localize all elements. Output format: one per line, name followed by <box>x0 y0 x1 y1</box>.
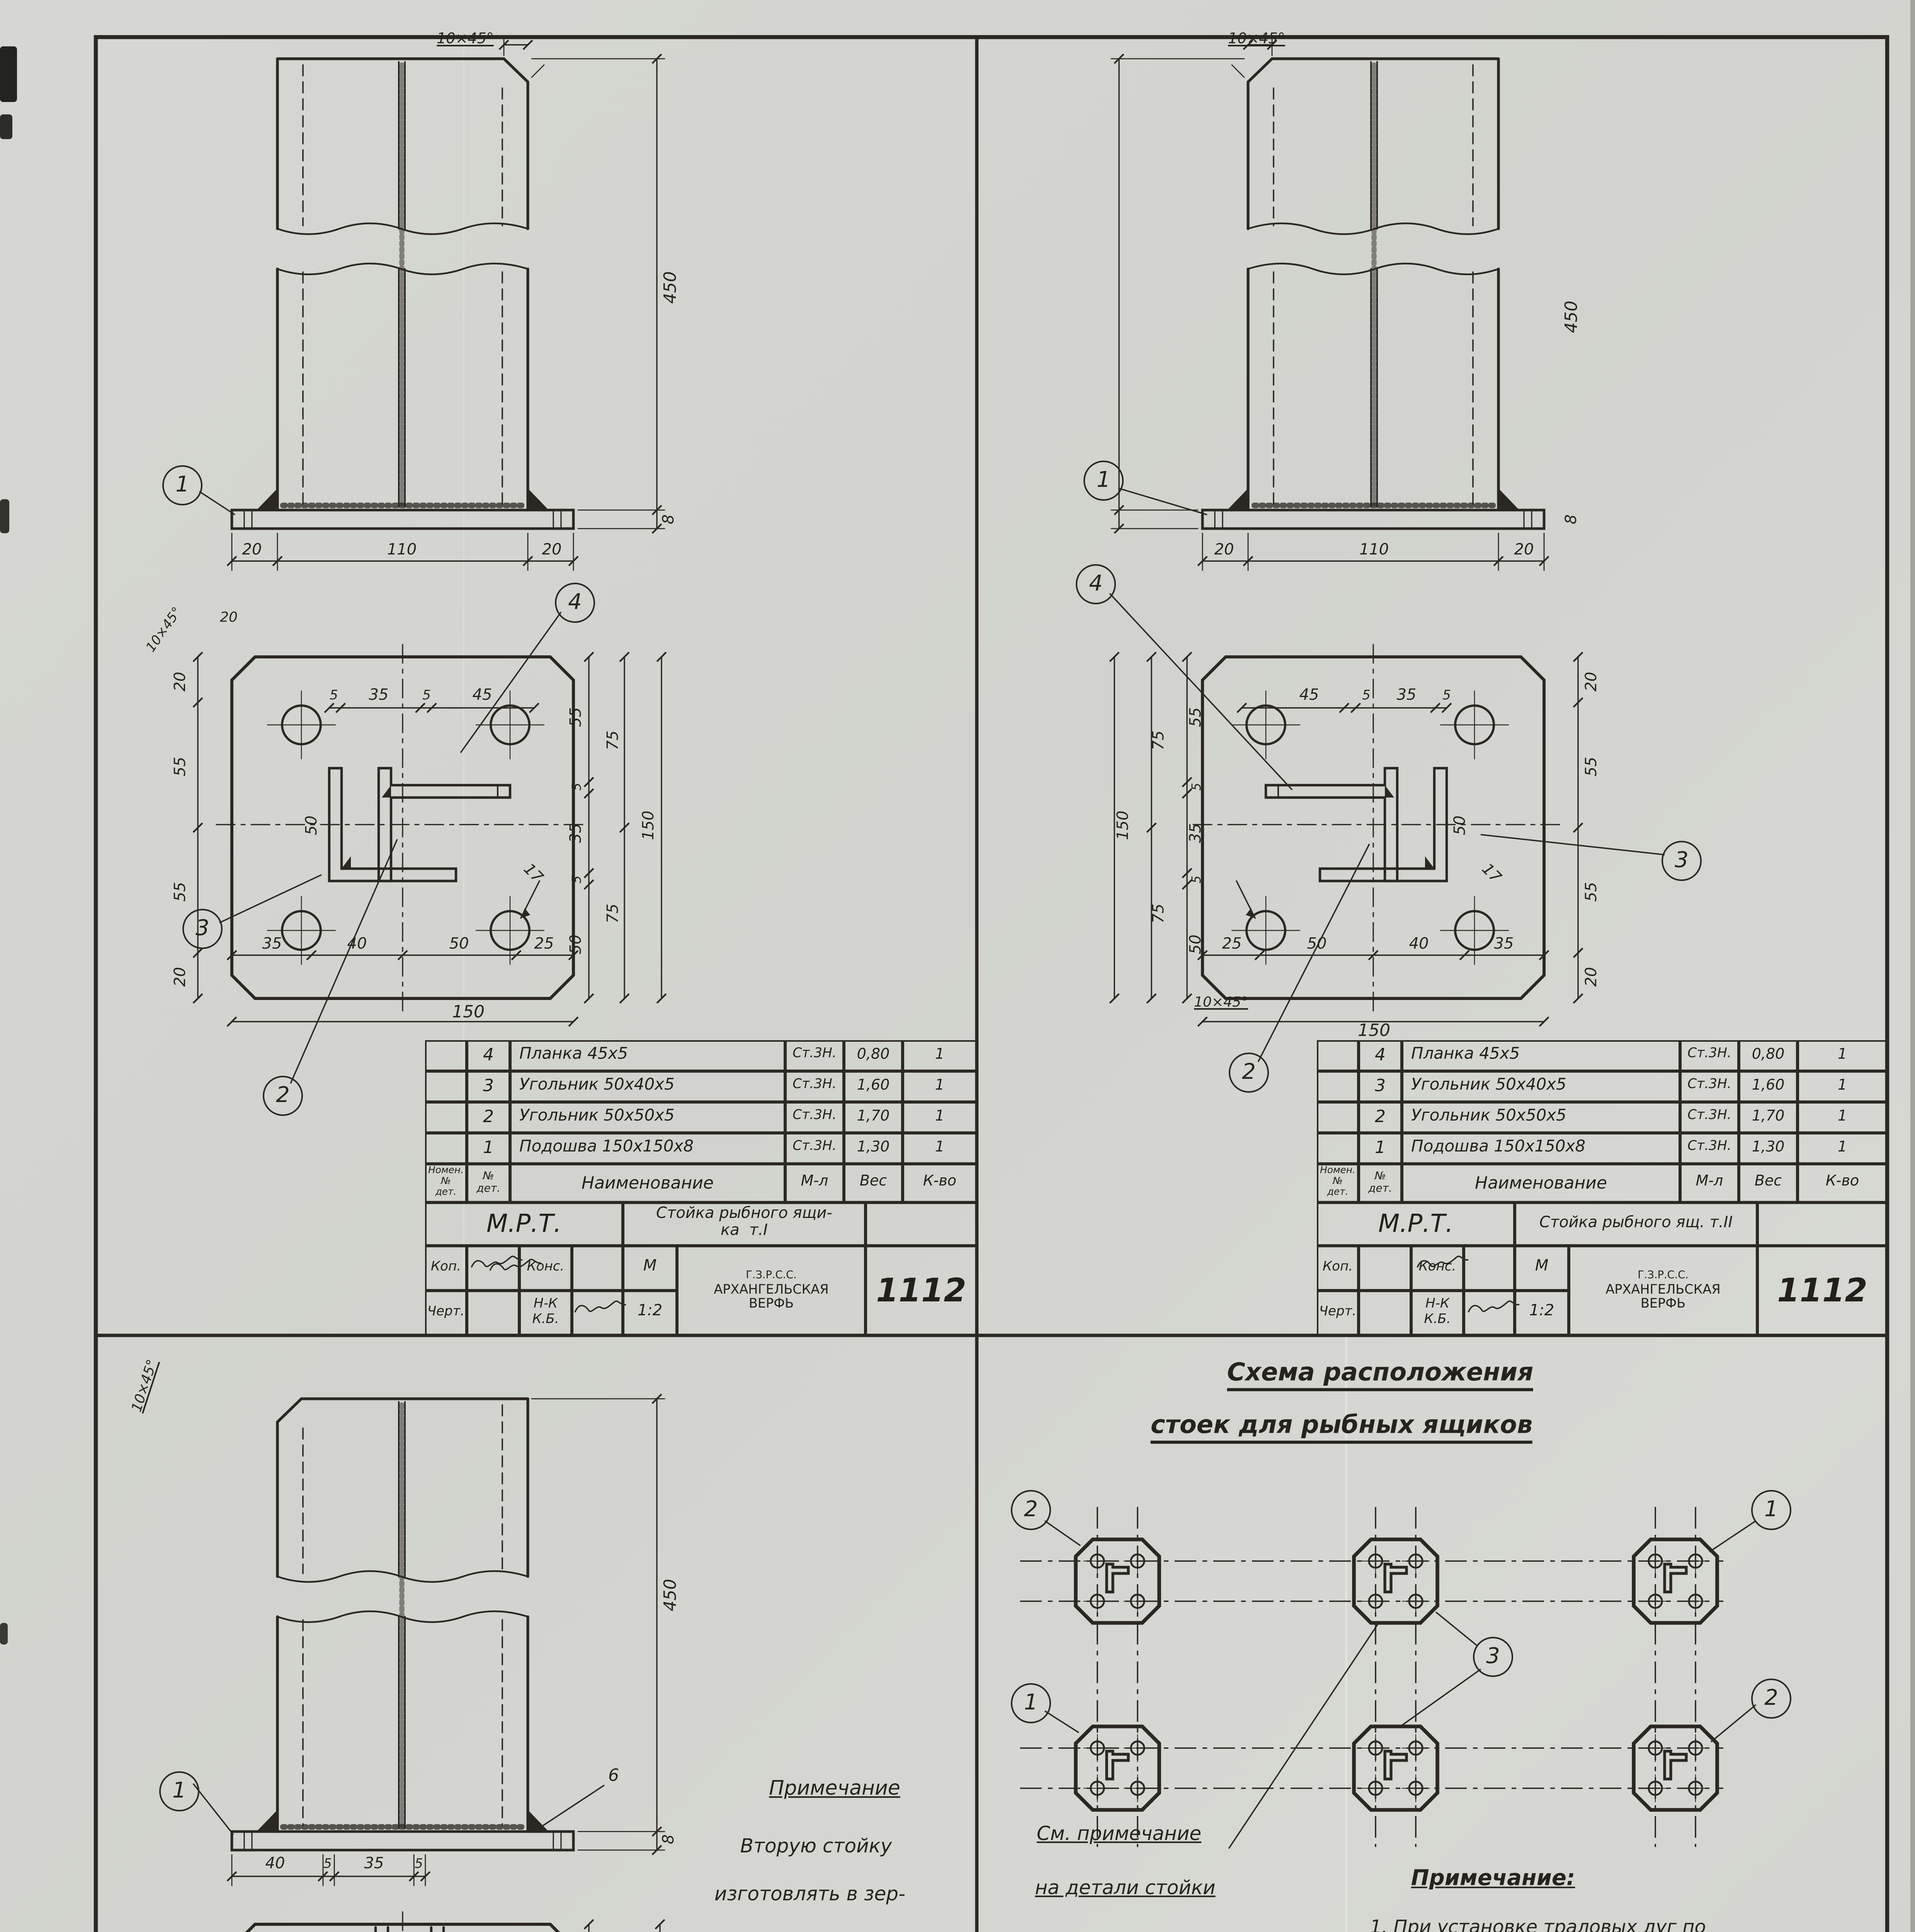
dimension-chain <box>1109 651 1120 1004</box>
dimension-chain <box>655 1919 665 1932</box>
dimension-chain <box>656 651 667 1004</box>
dimension-chain <box>651 53 662 534</box>
dimension-chain <box>1146 651 1157 1004</box>
dimension-chain <box>651 1393 662 1855</box>
dimension-chain <box>1236 702 1452 713</box>
dimension-chain <box>1243 39 1277 50</box>
dimension-chain <box>1197 1016 1549 1027</box>
dimension-chain <box>619 651 630 1004</box>
stand-type1-drawing <box>216 35 665 1012</box>
dimension-chain <box>498 39 533 50</box>
dimension-chain <box>1182 651 1192 1004</box>
dimension-chain <box>583 651 594 1004</box>
dimension-chain <box>226 556 579 566</box>
sheet-frame <box>94 35 1889 1932</box>
signatures <box>471 1255 1520 1313</box>
dimension-chain <box>1114 53 1124 534</box>
stand-type3-drawing <box>230 1397 665 1932</box>
dimension-chain <box>226 950 579 961</box>
stand-type2-drawing <box>1111 36 1560 1011</box>
dimension-chain <box>226 1871 431 1882</box>
dimension-chain <box>324 702 539 713</box>
dimension-chains <box>192 39 1583 1932</box>
dimension-chain <box>192 651 203 1004</box>
dimension-chain <box>226 1016 579 1027</box>
layout-schema <box>1020 1507 1723 1847</box>
dimension-chain <box>1573 651 1583 1004</box>
callout-leaders <box>192 488 1757 1849</box>
dimension-chain <box>1197 950 1549 961</box>
dimension-chain <box>583 1919 594 1932</box>
dimension-chain <box>1197 556 1549 566</box>
